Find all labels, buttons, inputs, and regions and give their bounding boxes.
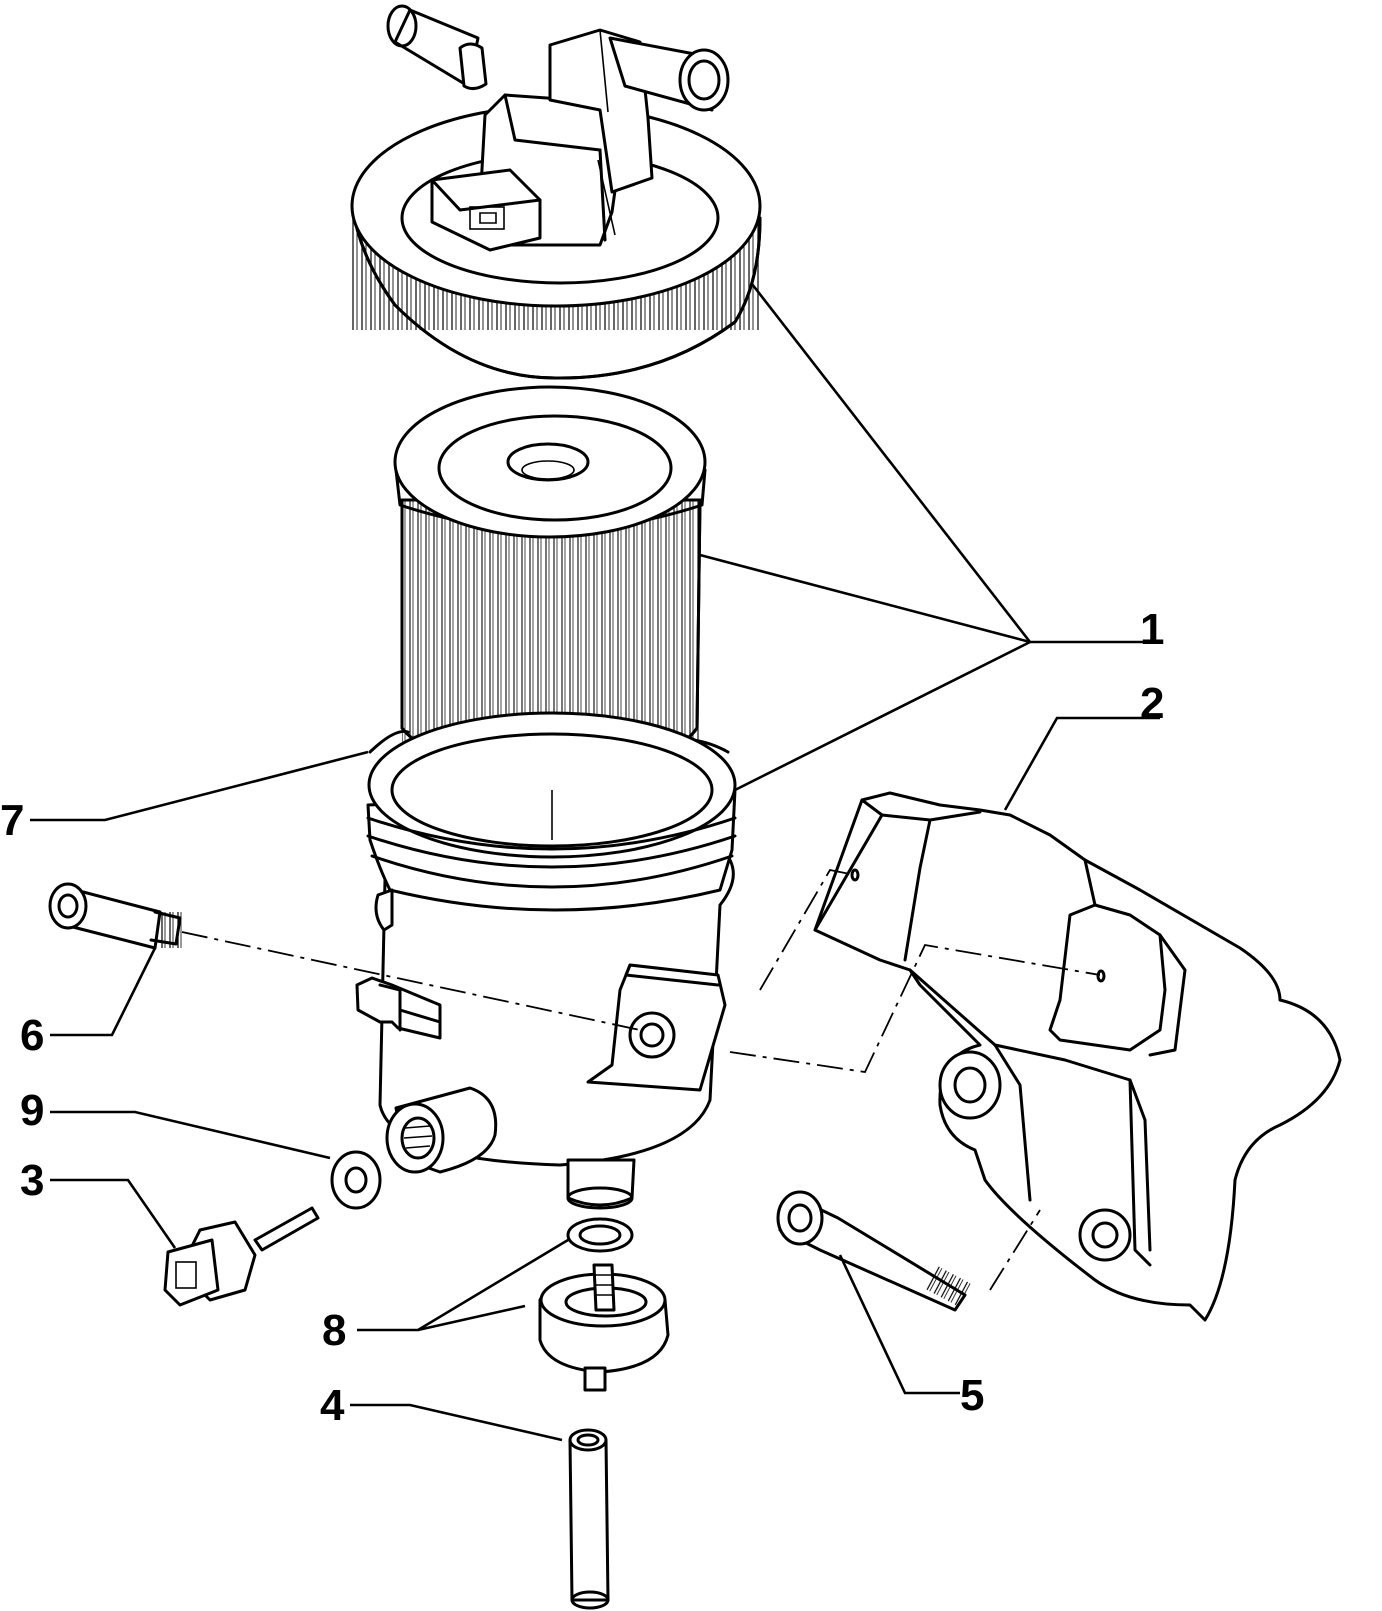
callout-1: 1: [1140, 605, 1164, 654]
assembly-lines: [181, 868, 1101, 1291]
callout-5: 5: [960, 1371, 984, 1420]
callout-labels: 1 2 3 4 5 6 7 8 9: [0, 605, 1164, 1430]
bolt-5: [776, 1190, 972, 1312]
callout-6: 6: [20, 1011, 44, 1060]
filter-cap: [350, 4, 762, 380]
callout-7: 7: [0, 796, 24, 845]
callout-4: 4: [320, 1381, 345, 1430]
callout-2: 2: [1140, 679, 1164, 728]
drain-screw: [538, 1263, 670, 1392]
callout-8: 8: [322, 1306, 346, 1355]
callout-9: 9: [20, 1086, 44, 1135]
filter-bowl: [355, 711, 737, 1210]
washer-9: [330, 1150, 382, 1210]
mounting-bracket: [813, 791, 1342, 1322]
water-sensor-3: [163, 1206, 320, 1307]
filter-element: [393, 385, 707, 774]
callout-3: 3: [20, 1156, 44, 1205]
drain-o-ring: [566, 1217, 634, 1253]
drain-hose-4: [568, 1428, 610, 1610]
leader-lines: [30, 283, 1162, 1442]
bolt-6: [48, 882, 182, 950]
